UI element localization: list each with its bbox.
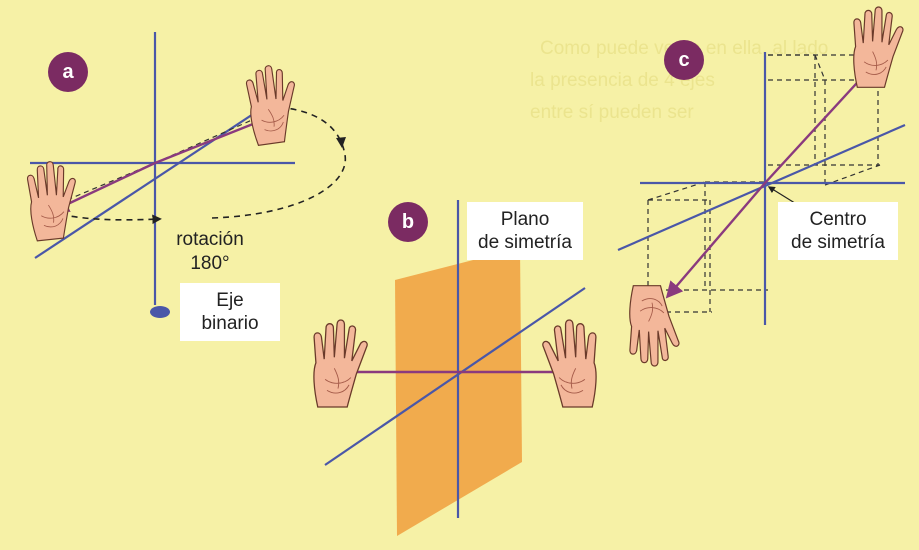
- symmetry-center-label-line1: Centro: [809, 209, 867, 230]
- symmetry-center-label-line2: de simetría: [791, 232, 885, 253]
- symmetry-plane-label: Plano de simetría: [467, 202, 583, 260]
- panel-b: [313, 200, 597, 536]
- symmetry-plane-label-line1: Plano: [500, 209, 550, 230]
- rotation-label: rotación 180°: [160, 228, 260, 276]
- inversion-arrow-lower: [665, 182, 766, 299]
- vector-arrow-a-lower: [51, 161, 156, 212]
- panel-c-badge: c: [664, 40, 704, 80]
- panel-c: [617, 6, 906, 367]
- symmetry-plane-label-line2: de simetría: [478, 232, 572, 253]
- rotation-label-line2: 180°: [190, 253, 230, 274]
- hand-icon: [313, 319, 368, 408]
- hand-icon: [243, 61, 303, 147]
- binary-axis-label-line2: binario: [201, 313, 259, 334]
- rotation-label-line1: rotación: [176, 229, 244, 250]
- hand-icon: [25, 158, 82, 242]
- vector-arrow-a-upper: [154, 115, 272, 165]
- axis-base-ellipse-icon: [150, 306, 170, 318]
- binary-axis-label-line1: Eje: [216, 290, 244, 311]
- panel-a-badge: a: [48, 52, 88, 92]
- hand-icon: [853, 6, 904, 88]
- panel-a: [25, 32, 347, 318]
- rotation-path-upper: [211, 107, 347, 219]
- hand-icon: [629, 285, 680, 367]
- symmetry-center-label: Centro de simetría: [778, 202, 898, 260]
- binary-axis-label: Eje binario: [180, 283, 280, 341]
- hand-icon: [542, 319, 597, 408]
- background-text-3: entre sí pueden ser: [530, 102, 694, 123]
- background-text-2: la presencia de 4 ejes: [530, 70, 715, 91]
- axis-line-diagonal: [34, 94, 283, 259]
- panel-b-badge: b: [388, 202, 428, 242]
